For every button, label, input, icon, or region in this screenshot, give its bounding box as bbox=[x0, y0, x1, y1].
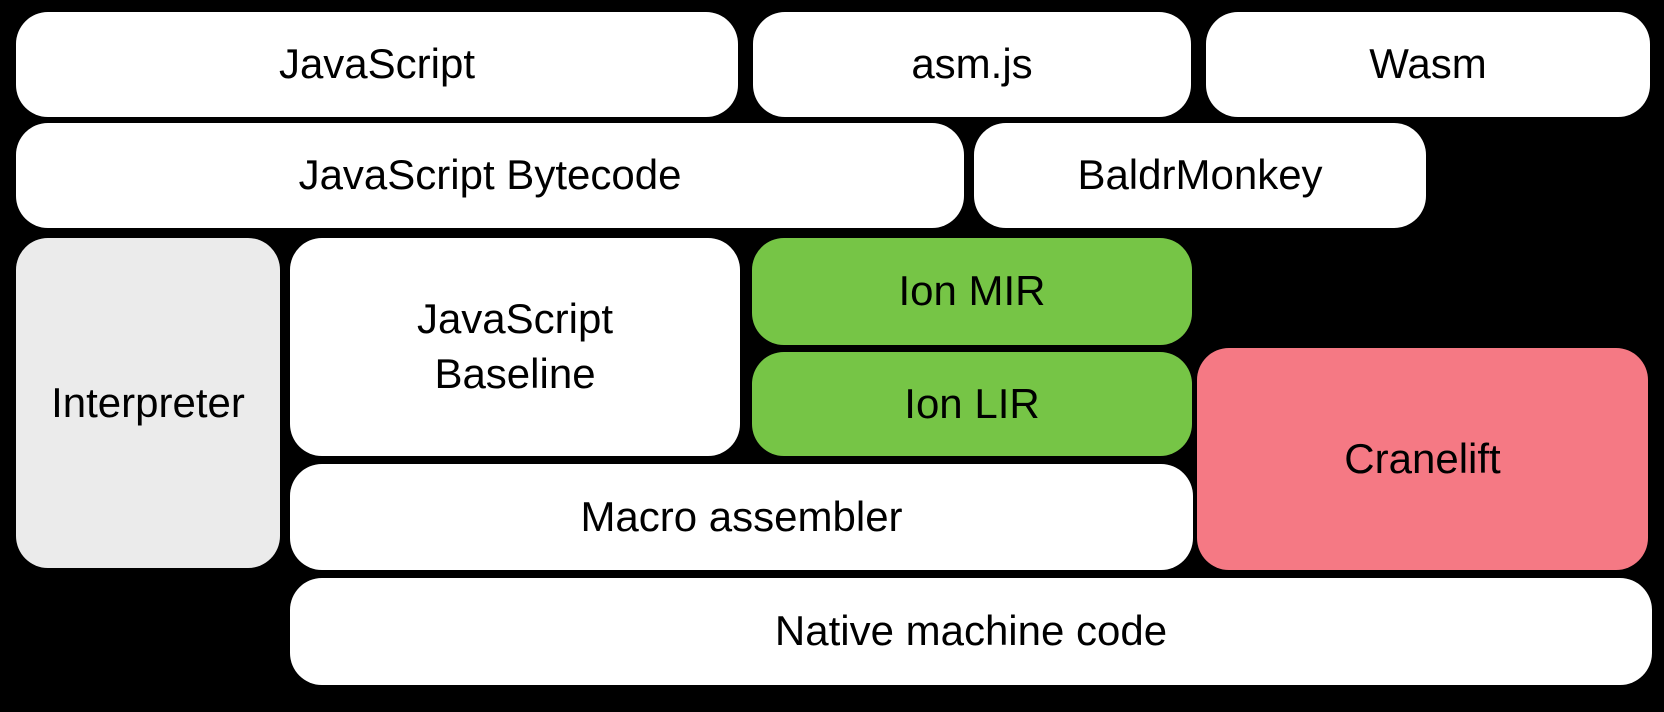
block-javascript: JavaScript bbox=[16, 12, 738, 117]
block-macro-assembler-label: Macro assembler bbox=[580, 492, 903, 540]
block-ion-mir-label: Ion MIR bbox=[898, 267, 1046, 315]
block-asm-js-label: asm.js bbox=[911, 40, 1033, 88]
block-ion-lir-label: Ion LIR bbox=[904, 379, 1040, 427]
block-ion-mir: Ion MIR bbox=[752, 238, 1192, 345]
block-asm-js: asm.js bbox=[753, 12, 1191, 117]
block-cranelift-label: Cranelift bbox=[1344, 434, 1501, 482]
block-native-machine-code-label: Native machine code bbox=[774, 607, 1168, 655]
block-interpreter-label: Interpreter bbox=[51, 378, 245, 426]
block-interpreter: Interpreter bbox=[16, 238, 280, 568]
block-wasm: Wasm bbox=[1206, 12, 1650, 117]
block-cranelift: Cranelift bbox=[1197, 348, 1648, 570]
block-javascript-baseline-label: JavaScript Baseline bbox=[416, 295, 614, 397]
block-baldrmonkey: BaldrMonkey bbox=[974, 123, 1426, 228]
block-javascript-bytecode-label: JavaScript Bytecode bbox=[298, 151, 682, 199]
block-wasm-label: Wasm bbox=[1369, 40, 1487, 88]
block-javascript-baseline: JavaScript Baseline bbox=[290, 238, 740, 456]
block-ion-lir: Ion LIR bbox=[752, 352, 1192, 456]
block-baldrmonkey-label: BaldrMonkey bbox=[1077, 151, 1323, 199]
block-macro-assembler: Macro assembler bbox=[290, 464, 1193, 570]
block-javascript-bytecode: JavaScript Bytecode bbox=[16, 123, 964, 228]
block-native-machine-code: Native machine code bbox=[290, 578, 1652, 685]
block-javascript-label: JavaScript bbox=[278, 40, 476, 88]
